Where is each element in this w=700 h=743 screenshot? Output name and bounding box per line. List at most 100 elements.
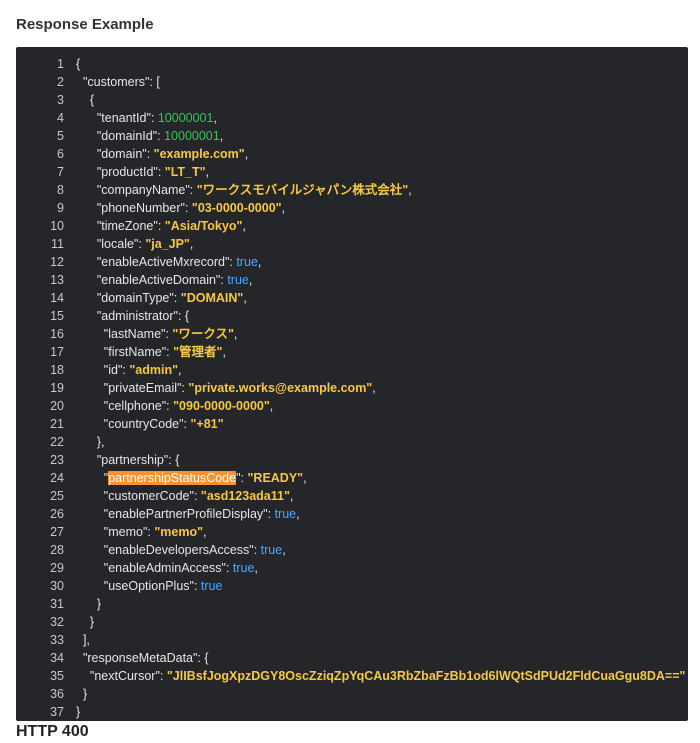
code-text: }, bbox=[76, 433, 688, 451]
line-number: 21 bbox=[50, 417, 64, 431]
code-token: true bbox=[260, 543, 283, 557]
code-line: 26 "enablePartnerProfileDisplay": true, bbox=[16, 505, 688, 523]
line-number: 7 bbox=[57, 165, 64, 179]
code-token: , bbox=[296, 507, 300, 521]
code-text: "enableActiveDomain": true, bbox=[76, 271, 688, 289]
code-token: "customerCode": bbox=[76, 489, 201, 503]
line-number: 9 bbox=[57, 201, 64, 215]
code-text: "timeZone": "Asia/Tokyo", bbox=[76, 217, 688, 235]
code-line: 14 "domainType": "DOMAIN", bbox=[16, 289, 688, 307]
code-token: } bbox=[76, 705, 81, 719]
code-text: ], bbox=[76, 631, 688, 649]
code-text: "companyName": "ワークスモバイルジャパン株式会社", bbox=[76, 181, 688, 199]
code-text: "tenantId": 10000001, bbox=[76, 109, 688, 127]
code-text: "enableAdminAccess": true, bbox=[76, 559, 688, 577]
code-line: 16 "lastName": "ワークス", bbox=[16, 325, 688, 343]
code-token: { bbox=[76, 57, 81, 71]
code-token: , bbox=[244, 147, 249, 161]
line-number: 15 bbox=[50, 309, 64, 323]
code-line: 21 "countryCode": "+81" bbox=[16, 415, 688, 433]
next-section-title: HTTP 400 bbox=[16, 723, 89, 740]
code-token: "ja_JP" bbox=[145, 237, 190, 251]
code-token: "READY" bbox=[247, 471, 304, 485]
code-token: "LT_T" bbox=[164, 165, 206, 179]
code-line: 34 "responseMetaData": { bbox=[16, 649, 688, 667]
code-token: true bbox=[274, 507, 297, 521]
line-number: 17 bbox=[50, 345, 64, 359]
highlighted-token: partnershipStatusCode bbox=[108, 471, 237, 485]
code-line: 36 } bbox=[16, 685, 688, 703]
line-number: 4 bbox=[57, 111, 64, 125]
code-token: , bbox=[248, 273, 253, 287]
code-token: "productId": bbox=[76, 165, 165, 179]
code-line: 13 "enableActiveDomain": true, bbox=[16, 271, 688, 289]
code-token: "090-0000-0000" bbox=[173, 399, 270, 413]
code-token: "enablePartnerProfileDisplay": bbox=[76, 507, 275, 521]
code-token: "domainId": bbox=[76, 129, 165, 143]
code-text: "locale": "ja_JP", bbox=[76, 235, 688, 253]
line-number: 5 bbox=[57, 129, 64, 143]
code-token: "private.works@example.com" bbox=[188, 381, 373, 395]
code-token: , bbox=[257, 255, 262, 269]
code-token: , bbox=[243, 291, 247, 305]
line-number: 29 bbox=[50, 561, 64, 575]
line-number: 36 bbox=[50, 687, 64, 701]
code-text: "enableDevelopersAccess": true, bbox=[76, 541, 688, 559]
code-token: true bbox=[236, 255, 258, 269]
code-token: "phoneNumber": bbox=[76, 201, 192, 215]
code-line: 5 "domainId": 10000001, bbox=[16, 127, 688, 145]
code-token: 10000001 bbox=[164, 129, 220, 143]
code-token: , bbox=[372, 381, 376, 395]
code-text: "responseMetaData": { bbox=[76, 649, 688, 667]
line-number: 24 bbox=[50, 471, 64, 485]
code-token: "responseMetaData": { bbox=[76, 651, 209, 665]
code-text: "lastName": "ワークス", bbox=[76, 325, 688, 343]
code-token: "admin" bbox=[129, 363, 179, 377]
code-text: "memo": "memo", bbox=[76, 523, 688, 541]
code-token: "DOMAIN" bbox=[180, 291, 244, 305]
code-token: }, bbox=[76, 435, 105, 449]
code-text: "domainType": "DOMAIN", bbox=[76, 289, 688, 307]
code-line: 2 "customers": [ bbox=[16, 73, 688, 91]
code-token: "JlIBsfJogXpzDGY8OscZziqZpYqCAu3RbZbaFzB… bbox=[166, 669, 686, 683]
code-token: "asd123ada11" bbox=[200, 489, 290, 503]
code-token: , bbox=[282, 543, 286, 557]
code-line: 12 "enableActiveMxrecord": true, bbox=[16, 253, 688, 271]
line-number: 26 bbox=[50, 507, 64, 521]
code-token: "ワークス" bbox=[172, 327, 234, 341]
code-line: 15 "administrator": { bbox=[16, 307, 688, 325]
code-token: "id": bbox=[76, 363, 130, 377]
code-token: } bbox=[76, 615, 95, 629]
code-text: "phoneNumber": "03-0000-0000", bbox=[76, 199, 688, 217]
code-token: "+81" bbox=[190, 417, 224, 431]
code-token: } bbox=[76, 597, 102, 611]
code-block[interactable]: 1{2 "customers": [3 {4 "tenantId": 10000… bbox=[16, 47, 688, 721]
code-token: "domain": bbox=[76, 147, 154, 161]
code-text: { bbox=[76, 55, 688, 73]
code-line: 31 } bbox=[16, 595, 688, 613]
code-token: , bbox=[213, 111, 217, 125]
line-number: 23 bbox=[50, 453, 64, 467]
code-token: "enableDevelopersAccess": bbox=[76, 543, 261, 557]
code-token: "domainType": bbox=[76, 291, 181, 305]
code-line: 32 } bbox=[16, 613, 688, 631]
code-line: 6 "domain": "example.com", bbox=[16, 145, 688, 163]
line-number: 10 bbox=[50, 219, 64, 233]
code-token: , bbox=[269, 399, 274, 413]
code-text: "partnership": { bbox=[76, 451, 688, 469]
code-token: "管理者" bbox=[173, 345, 223, 359]
code-line: 37} bbox=[16, 703, 688, 721]
code-token: "memo" bbox=[154, 525, 204, 539]
code-lines: 1{2 "customers": [3 {4 "tenantId": 10000… bbox=[16, 55, 688, 721]
code-text: "administrator": { bbox=[76, 307, 688, 325]
code-line: 18 "id": "admin", bbox=[16, 361, 688, 379]
code-text: "partnershipStatusCode": "READY", bbox=[76, 469, 688, 487]
code-line: 4 "tenantId": 10000001, bbox=[16, 109, 688, 127]
code-token: "cellphone": bbox=[76, 399, 174, 413]
line-number: 37 bbox=[50, 705, 64, 719]
code-token: , bbox=[289, 489, 294, 503]
code-token: "firstName": bbox=[76, 345, 174, 359]
code-text: } bbox=[76, 703, 688, 721]
code-token: , bbox=[222, 345, 226, 359]
line-number: 25 bbox=[50, 489, 64, 503]
